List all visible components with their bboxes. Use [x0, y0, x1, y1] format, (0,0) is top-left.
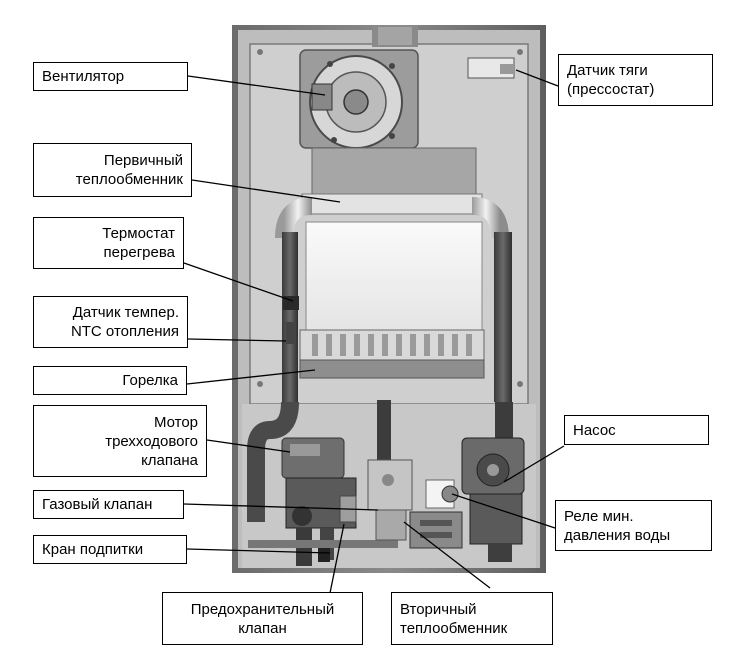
secondary-heat-exchanger: [409, 511, 463, 549]
gas-valve-body: [367, 459, 455, 541]
fan-unit: [299, 49, 419, 149]
primary-heat-exchanger: [301, 147, 483, 215]
three-way-valve-motor: [281, 437, 345, 479]
hydraulic-group-left: [248, 477, 398, 566]
burner-assembly: [299, 329, 485, 379]
label-fan: Вентилятор: [33, 62, 188, 91]
label-draft-sensor-line2: (прессостат): [567, 81, 655, 98]
label-motor-line2: трехходового: [105, 432, 198, 450]
label-burner: Горелка: [33, 366, 187, 395]
label-motor-line3: клапана: [141, 451, 198, 469]
pressure-switch: [467, 57, 515, 79]
label-safety-valve-line2: клапан: [238, 619, 287, 637]
leader-lines: [183, 69, 565, 594]
label-gas-valve-text: Газовый клапан: [42, 496, 153, 513]
pump-body: [441, 437, 525, 562]
label-min-pressure-line1: Реле мин.: [564, 507, 634, 525]
label-ntc-line2: NTC отопления: [70, 323, 179, 340]
label-burner-text: Горелка: [122, 372, 178, 389]
label-fill-tap: Кран подпитки: [33, 535, 187, 564]
label-primary-heat-exchanger: Первичный теплообменник: [33, 143, 192, 197]
label-overheat-thermostat: Термостат перегрева: [33, 217, 184, 269]
heating-pipes: [247, 232, 513, 522]
label-primary-hx-line2: теплообменник: [75, 171, 183, 188]
label-three-way-motor: Мотор трехходового клапана: [33, 405, 207, 477]
label-overheat-line2: перегрева: [103, 244, 175, 261]
label-pump-text: Насос: [573, 421, 616, 439]
label-safety-valve: Предохранительный клапан: [162, 592, 363, 645]
label-draft-sensor-line1: Датчик тяги: [567, 62, 648, 79]
label-motor-line1: Мотор: [153, 413, 198, 431]
label-min-pressure-line2: давления воды: [564, 526, 671, 544]
label-ntc-sensor: Датчик темпер. NTC отопления: [33, 296, 188, 348]
label-primary-hx-line1: Первичный: [103, 152, 183, 169]
combustion-chamber: [305, 221, 483, 335]
label-gas-valve: Газовый клапан: [33, 490, 184, 519]
label-fill-tap-text: Кран подпитки: [42, 541, 144, 558]
label-fan-text: Вентилятор: [42, 68, 125, 85]
label-secondary-hx-line1: Вторичный: [400, 600, 477, 618]
label-safety-valve-line1: Предохранительный: [190, 600, 335, 618]
label-ntc-line1: Датчик темпер.: [72, 304, 179, 321]
label-pump: Насос: [564, 415, 709, 445]
label-draft-sensor: Датчик тяги (прессостат): [558, 54, 713, 106]
label-overheat-line1: Термостат: [102, 225, 175, 242]
label-secondary-heat-exchanger: Вторичный теплообменник: [391, 592, 553, 645]
label-secondary-hx-line2: теплообменник: [400, 619, 508, 637]
label-min-pressure-relay: Реле мин. давления воды: [555, 500, 712, 551]
